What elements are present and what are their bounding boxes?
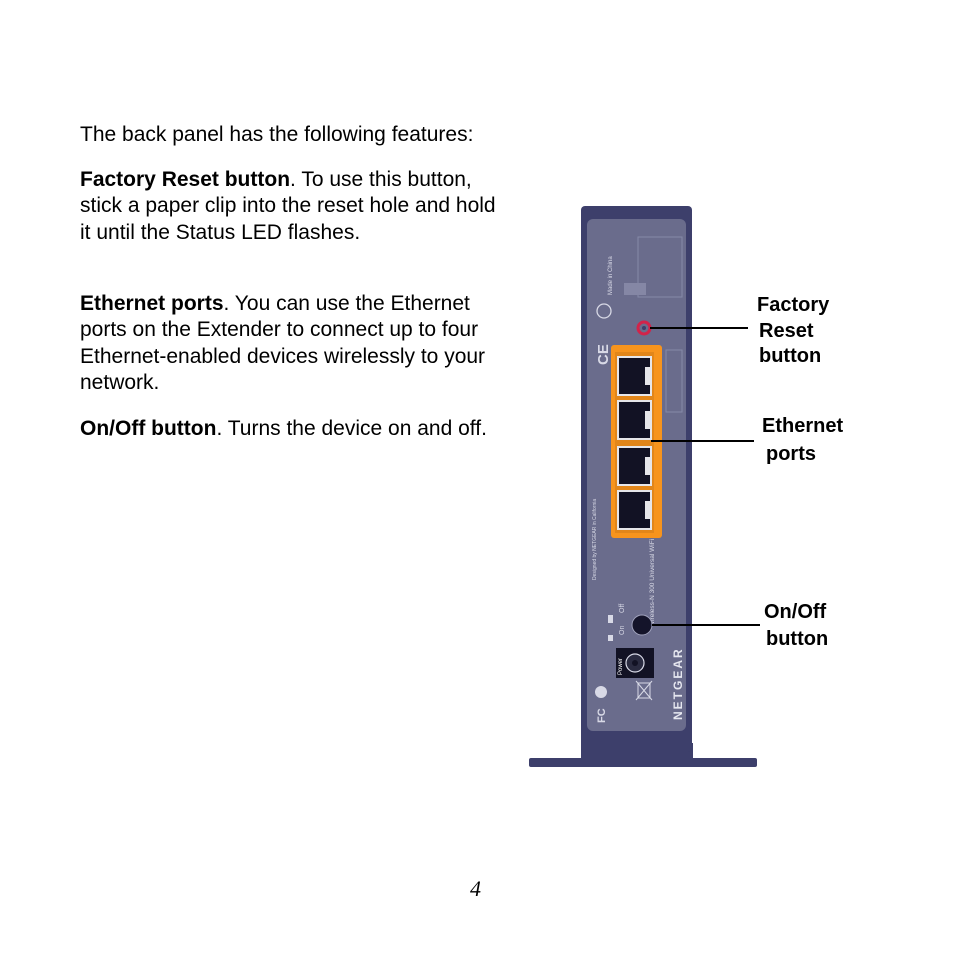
reset-button-hole[interactable] xyxy=(642,326,646,330)
ethernet-port-3[interactable] xyxy=(617,446,652,486)
feature-onoff-title: On/Off button xyxy=(80,417,217,440)
feature-reset-paragraph: Factory Reset button. To use this button… xyxy=(80,167,510,246)
callout-onoff-line-2: button xyxy=(766,628,829,650)
fcc-logo: FC xyxy=(596,708,608,723)
page-number: 4 xyxy=(470,876,481,901)
power-label: Power xyxy=(618,658,624,675)
compliance-circle-icon xyxy=(596,303,612,319)
feature-reset-title: Factory Reset button xyxy=(80,168,291,191)
on-off-button[interactable] xyxy=(631,614,653,636)
label-box-top xyxy=(637,236,683,298)
callout-ethernet-line-1: Ethernet xyxy=(762,415,844,437)
on-label: On xyxy=(619,626,626,635)
label-box-middle xyxy=(665,349,683,413)
feature-ethernet-paragraph: Ethernet ports. You can use the Ethernet… xyxy=(80,291,520,396)
weee-bin-icon xyxy=(635,680,653,701)
power-jack-pin xyxy=(632,660,638,666)
intro-text: The back panel has the following feature… xyxy=(80,123,474,146)
callout-ethernet-line-2: ports xyxy=(766,443,816,465)
made-in-label: Made in China xyxy=(608,256,614,295)
ce-mark: CE xyxy=(595,344,612,365)
device-illustration: Made in China Designed by NETGEAR in Cal… xyxy=(529,206,760,767)
on-off-bar-bottom xyxy=(608,635,613,641)
callout-reset-line-2: Reset xyxy=(759,320,814,342)
on-off-bar-top xyxy=(608,615,613,623)
brand-logo: NETGEAR xyxy=(671,647,685,720)
ethernet-port-4[interactable] xyxy=(617,490,652,530)
callout-reset-line-1: Factory xyxy=(757,294,830,316)
label-box-small xyxy=(624,283,646,295)
feature-onoff-description: . Turns the device on and off. xyxy=(216,417,487,440)
device-stand xyxy=(529,758,757,767)
off-label: Off xyxy=(619,604,626,613)
feature-ethernet-title: Ethernet ports xyxy=(80,292,224,315)
ethernet-port-2[interactable] xyxy=(617,400,652,440)
callout-reset-line-3: button xyxy=(759,345,822,367)
model-label: Wireless-N 300 Universal WiFi Signal Rep… xyxy=(649,450,656,627)
feature-onoff-paragraph: On/Off button. Turns the device on and o… xyxy=(80,416,510,442)
designed-in-label: Designed by NETGEAR in California xyxy=(592,499,598,580)
ethernet-port-1[interactable] xyxy=(617,356,652,396)
compliance-logo-icon xyxy=(595,686,607,698)
feature-ethernet-description: . You can use the Ethernet ports on the … xyxy=(80,292,486,394)
device-back-panel-figure: Made in China Designed by NETGEAR in Cal… xyxy=(520,195,880,775)
feature-reset-description: . To use this button, stick a paper clip… xyxy=(80,168,496,244)
callout-onoff-line-1: On/Off xyxy=(764,601,827,623)
